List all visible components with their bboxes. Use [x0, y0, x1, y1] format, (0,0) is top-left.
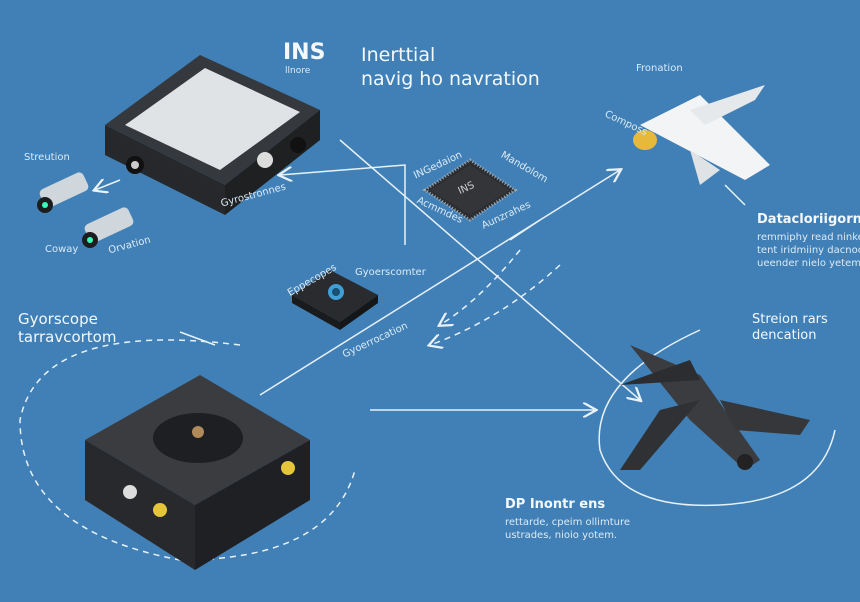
- label-coway: Coway: [45, 244, 79, 255]
- gyroscope-line2: tarravcortom: [18, 328, 117, 346]
- dashed-arrows: [19, 249, 836, 561]
- ins-subtitle: llnore: [285, 66, 311, 76]
- dp-line: ustrades, nioio yotem.: [505, 530, 618, 541]
- dp-line: rettarde, cpeim ollimture: [505, 517, 630, 528]
- dp-title: DP Inontr ens: [505, 497, 606, 512]
- datacloriigorn-title: Datacloriigorn: [757, 212, 860, 227]
- gyroscope-line1: Gyorscope: [18, 310, 98, 328]
- label-streution: Streution: [24, 152, 70, 163]
- gyroscope-unit-illustration: [85, 375, 310, 570]
- datacloriigorn-line: ueender nielo yetem.: [757, 258, 860, 269]
- datacloriigorn-line: tent iridmiiny dacnoc: [757, 245, 860, 256]
- heading-line2: navig ho navration: [361, 68, 540, 90]
- streion-line2: dencation: [752, 328, 817, 343]
- connector-plugs: [37, 172, 134, 248]
- jet-illustration: [620, 345, 810, 470]
- connector-lines: [95, 139, 746, 410]
- label-fronation: Fronation: [636, 63, 683, 74]
- heading-line1: Inerttial: [361, 44, 436, 66]
- streion-line1: Streion rars: [752, 312, 828, 327]
- ins-unit-illustration: [105, 55, 320, 215]
- chip-illustration: [422, 158, 518, 222]
- ins-acronym: INS: [283, 40, 326, 65]
- missile-illustration: [633, 85, 770, 185]
- sensor-label-right: Gyoerscomter: [355, 267, 426, 278]
- sensor-illustration: [292, 270, 378, 330]
- datacloriigorn-line: remmiphy read ninke: [757, 232, 860, 243]
